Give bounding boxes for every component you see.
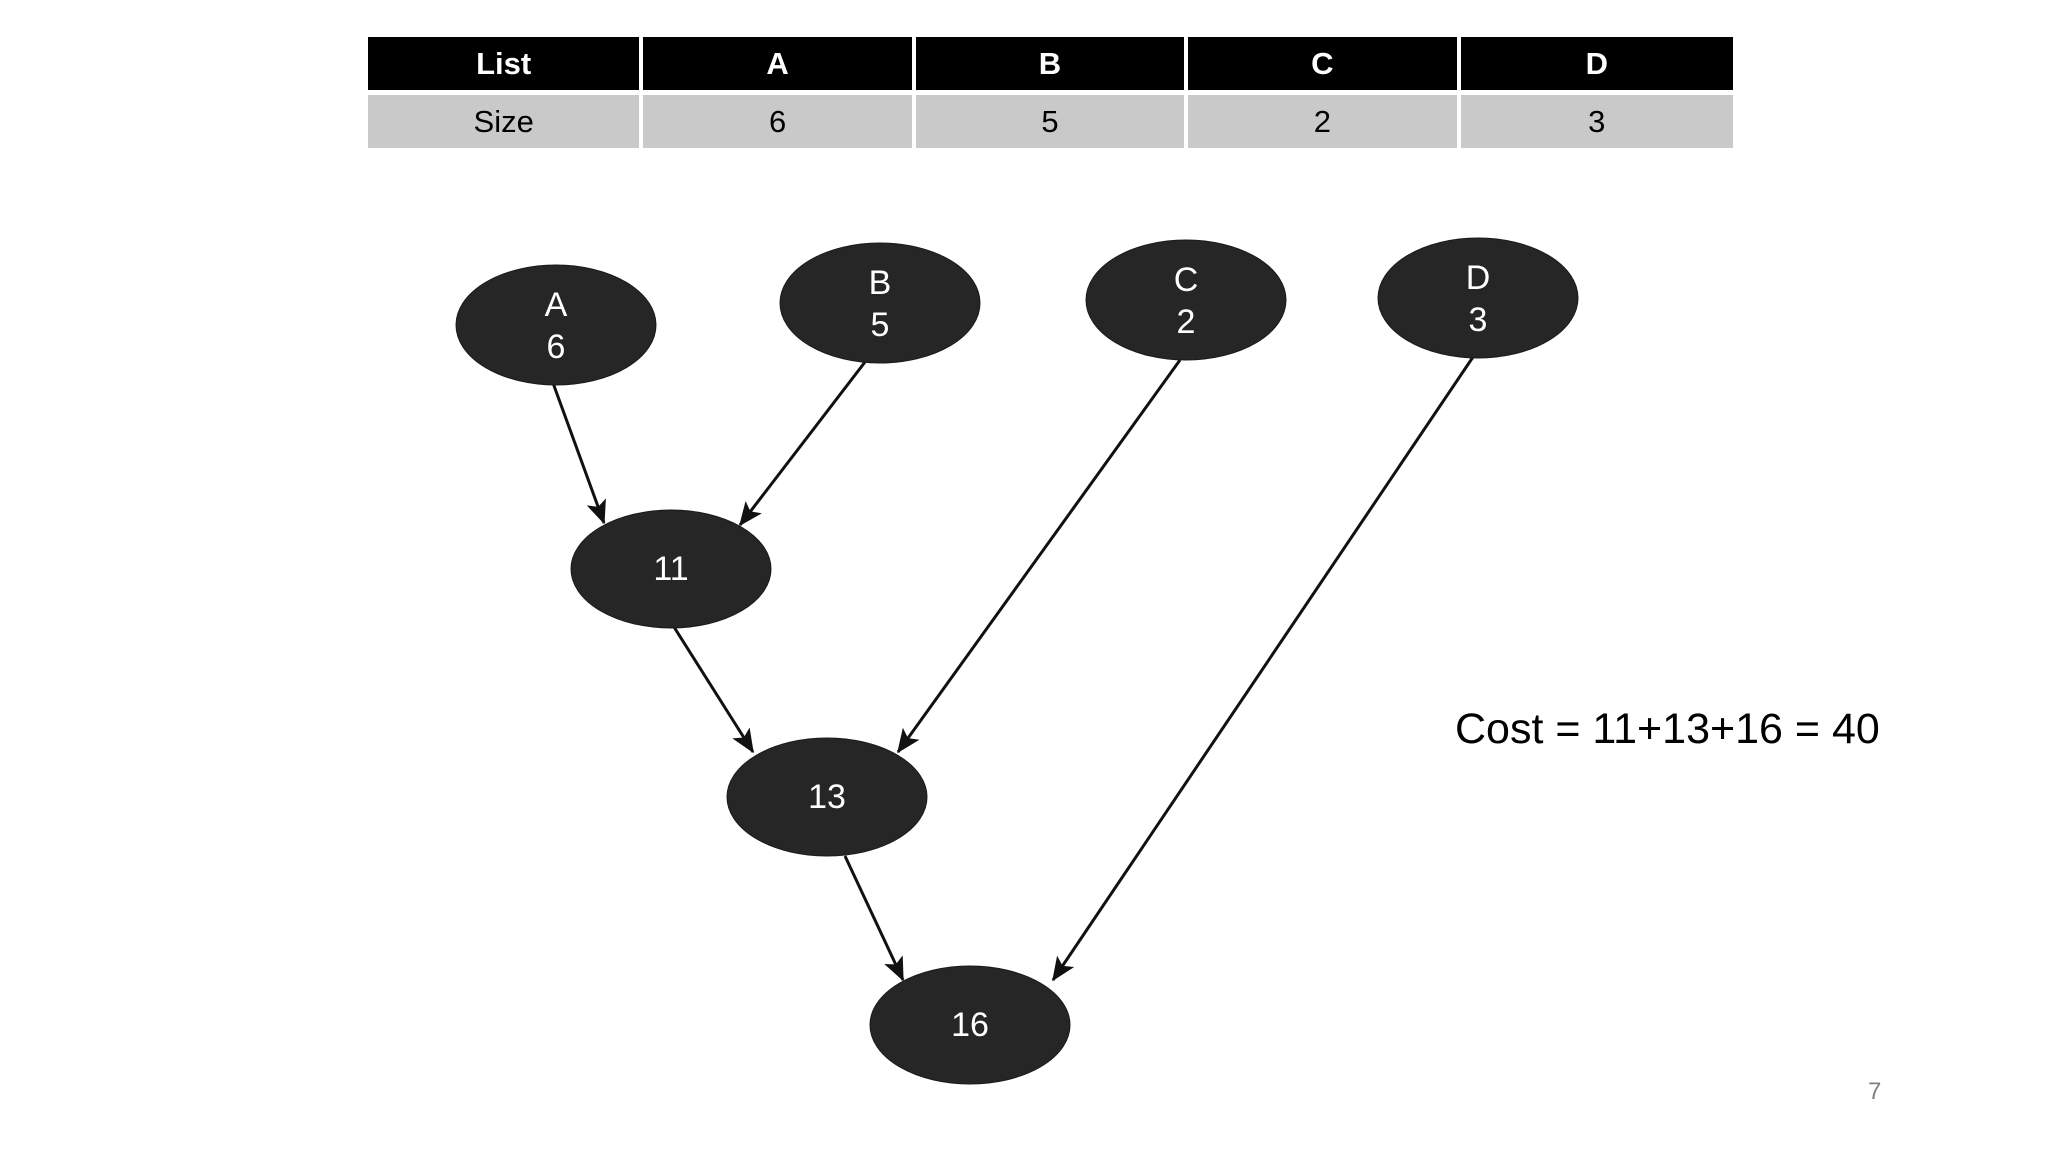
node-label-size: 2	[1177, 303, 1196, 341]
node-label-name: B	[869, 264, 892, 302]
node-shape	[726, 737, 928, 857]
tree-edge-n11-to-n13	[672, 626, 755, 754]
node-label-size: 3	[1469, 301, 1488, 339]
node-label-name: D	[1466, 259, 1491, 297]
table-header-b: B	[915, 37, 1189, 90]
node-label-name: A	[545, 286, 568, 324]
node-shape	[1377, 237, 1579, 359]
tree-edge-c-to-n13	[896, 359, 1182, 754]
tree-node-n11[interactable]: 11	[570, 509, 772, 629]
table-row-spacer-cell	[368, 90, 1733, 95]
node-shape	[1085, 239, 1287, 361]
table-cell-size-d: 3	[1460, 95, 1733, 148]
table-header-c: C	[1188, 37, 1461, 90]
tree-edge-a-to-n11	[551, 382, 606, 525]
tree-node-b[interactable]: B5	[779, 242, 981, 364]
node-shape	[779, 242, 981, 364]
table-row: Size 6 5 2 3	[368, 95, 1733, 148]
table-cell-size-a: 6	[643, 95, 916, 148]
node-label-size: 6	[547, 328, 566, 366]
tree-edge-b-to-n11	[738, 361, 867, 527]
table-cell-size-b: 5	[915, 95, 1189, 148]
table-header-d: D	[1460, 37, 1733, 90]
table-cell-size-label: Size	[368, 95, 644, 148]
tree-node-n16[interactable]: 16	[869, 965, 1071, 1085]
table-header-list: List	[368, 37, 644, 90]
tree-node-c[interactable]: C2	[1085, 239, 1287, 361]
tree-node-n13[interactable]: 13	[726, 737, 928, 857]
node-shape	[869, 965, 1071, 1085]
node-shape	[455, 264, 657, 386]
page-number: 7	[1868, 1078, 1882, 1105]
table-header-row: List A B C D	[368, 37, 1733, 90]
node-label-value: 13	[808, 778, 846, 816]
node-label-value: 16	[951, 1006, 989, 1044]
table-cell-size-c: 2	[1188, 95, 1461, 148]
tree-node-a[interactable]: A6	[455, 264, 657, 386]
tree-edge-d-to-n16	[1051, 356, 1475, 982]
size-table: List A B C D Size 6 5 2 3	[368, 37, 1733, 148]
node-label-size: 5	[871, 306, 890, 344]
tree-node-d[interactable]: D3	[1377, 237, 1579, 359]
node-shape	[570, 509, 772, 629]
node-label-value: 11	[653, 550, 688, 588]
node-label-name: C	[1174, 261, 1199, 299]
cost-label: Cost = 11+13+16 = 40	[1455, 705, 1880, 753]
table-header-a: A	[643, 37, 916, 90]
tree-edge-n13-to-n16	[843, 855, 905, 982]
table-row-spacer	[368, 90, 1733, 95]
edge-layer	[551, 356, 1475, 982]
